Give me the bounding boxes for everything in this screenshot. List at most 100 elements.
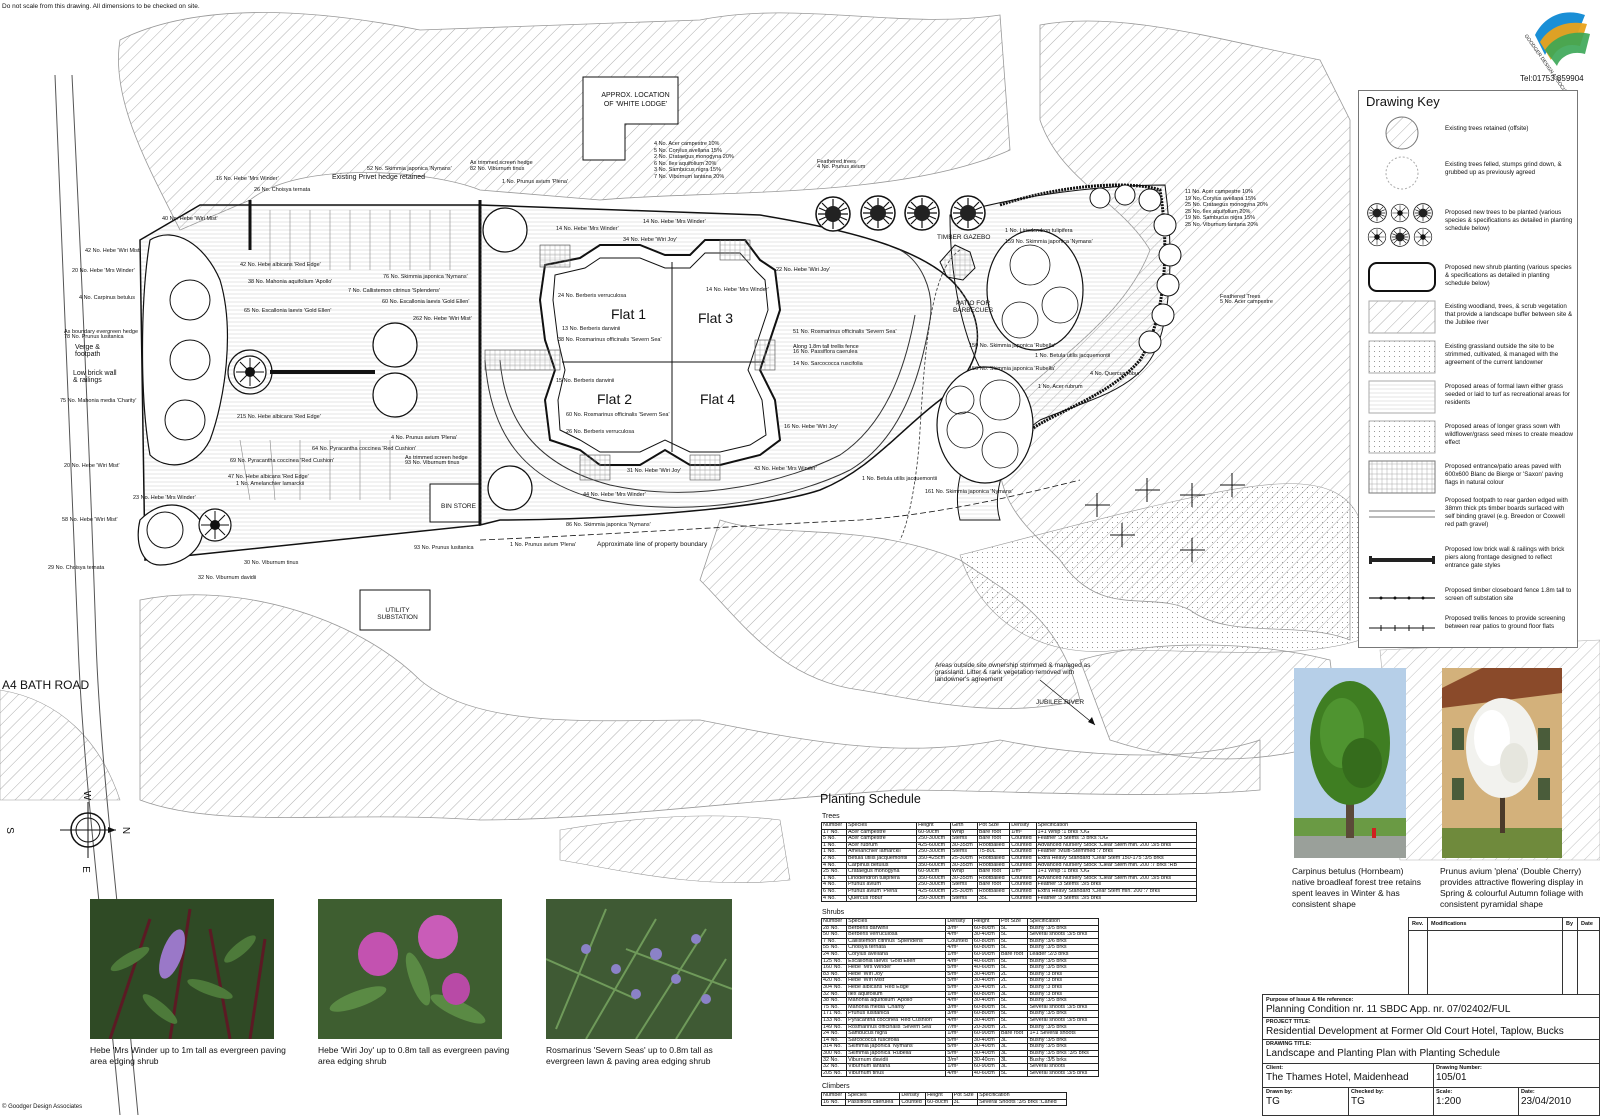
table-cell: 5L	[998, 937, 1029, 946]
table-cell: Skimmia japonica 'Rubella'	[846, 1049, 947, 1058]
hebe-wiri-joy-photo	[318, 899, 502, 1039]
table-cell: 30-40cm	[971, 1043, 1000, 1051]
table-cell: 75 No.	[820, 1003, 848, 1012]
key-item: Existing woodland, trees, & scrub vegeta…	[1359, 297, 1577, 337]
key-item: Proposed timber closeboard fence 1.8m ta…	[1359, 579, 1577, 619]
table-cell: Counted	[899, 1098, 927, 1107]
table-header-cell: Species	[846, 918, 947, 926]
table-cell: 2L	[998, 970, 1029, 979]
table-cell: Bushy :3/5 brks	[1027, 944, 1099, 952]
table-cell: Rootballed	[976, 854, 1011, 863]
plant-label: 20 No. Hebe 'Wiri Mist'	[64, 463, 120, 469]
areas-outside-label: Areas outside site ownership strimmed & …	[935, 662, 1091, 683]
table-cell: 5/m²	[945, 964, 973, 972]
table-cell: 20-30cm	[971, 1023, 1000, 1032]
key-item: Existing grassland outside the site to b…	[1359, 337, 1577, 377]
table-header-cell: Density	[899, 1092, 927, 1100]
table-cell: 160 No.	[820, 964, 848, 972]
table-cell: 38 No.	[820, 997, 848, 1005]
table-cell: Rootballed	[976, 861, 1011, 870]
footpath-icon	[1369, 510, 1435, 518]
table-cell: Hebe 'Mrs Winder'	[846, 964, 947, 972]
table-cell: 1+1 Several shoots	[1027, 1030, 1099, 1038]
table-cell: Counted	[1009, 854, 1037, 863]
existing-tree-icon	[1385, 116, 1419, 150]
cherry-photo	[1442, 668, 1562, 858]
table-cell: 5L	[998, 944, 1029, 952]
table-cell: Counted	[1009, 887, 1037, 896]
table-cell: 4/m²	[945, 997, 973, 1005]
table-cell: 5/m²	[945, 1049, 973, 1058]
key-item: Proposed areas of formal lawn either gra…	[1359, 377, 1577, 417]
table-header-cell: Density	[945, 918, 973, 926]
table-cell: 1+1 Whip :1 brks :OG	[1035, 828, 1197, 837]
table-header-cell: Number	[820, 918, 848, 926]
table-cell: Quercus robur	[845, 894, 918, 903]
plant-label: 93 No. Prunus lusitanica	[414, 545, 474, 551]
table-cell: 30-40cm	[971, 1056, 1000, 1065]
table-cell: 24 No.	[820, 1030, 848, 1038]
table-cell: Extra Heavy Standard :Clear Stem min. 20…	[1035, 887, 1197, 896]
plant-label: 1 No. Prunus avium 'Plena'	[502, 179, 568, 185]
north-arrow-icon	[60, 802, 116, 858]
table-cell: 4/m²	[945, 1016, 973, 1025]
table-cell: 5/m²	[945, 1043, 973, 1051]
table-cell: 2L	[998, 1023, 1029, 1032]
table-cell: 50 No.	[820, 931, 848, 939]
table-cell: 3L	[998, 1063, 1029, 1071]
table-cell: Stems	[949, 881, 978, 889]
table-cell: Prunus avium	[845, 881, 918, 889]
trellis-fence-icon	[1369, 625, 1435, 631]
plant-label: 43 No. Hebe 'Mrs Winder'	[754, 466, 817, 472]
plant-label: As trimmed screen hedge	[470, 160, 533, 166]
plant-label: 47 No. Hebe albicans 'Red Edge'	[228, 474, 309, 480]
table-cell: 350-600cm	[916, 861, 951, 870]
table-header-cell: Specification	[1027, 918, 1099, 926]
table-cell: Liriodendron tulipifera	[845, 874, 918, 883]
table-cell: 5/m²	[945, 1036, 973, 1045]
table-cell: Rootballed	[976, 874, 1011, 883]
table-cell: Advanced Nursery Stock :Clear Stem min. …	[1035, 874, 1197, 883]
table-cell: 1/m²	[945, 1063, 973, 1071]
table-cell: 60-90cm	[971, 950, 1000, 959]
table-cell: Stems	[949, 835, 978, 843]
table-header-cell: Density	[1009, 822, 1037, 830]
table-cell: Acer rubrum	[845, 841, 918, 850]
closeboard-fence-icon	[1369, 596, 1435, 600]
table-cell: Counted	[1009, 861, 1037, 870]
plant-label: 38 No. Rosmarinus officinalis 'Severn Se…	[558, 337, 662, 343]
plant-label: 23 No. Hebe 'Mrs Winder'	[133, 495, 196, 501]
table-cell: 5L	[998, 1069, 1029, 1078]
table-header-cell: Height	[971, 918, 1000, 926]
table-cell: 205 No.	[820, 1069, 848, 1078]
plant-label: 60 No. Rosmarinus officinalis 'Severn Se…	[566, 412, 670, 418]
table-cell: 4/m²	[945, 957, 973, 966]
table-cell: Corylus avellana	[846, 950, 947, 959]
table-cell: Carpinus betulus	[845, 861, 918, 870]
table-header-cell: Number	[820, 1092, 847, 1100]
key-item: Proposed new shrub planting (various spe…	[1359, 257, 1577, 297]
table-cell: 4/m²	[945, 944, 973, 952]
plant-label: 60 No. Escallonia laevis 'Gold Ellen'	[382, 299, 470, 305]
table-cell: 350-425cm	[916, 854, 951, 863]
table-cell: 4 No.	[821, 894, 847, 903]
plant-label: 44 No. Hebe 'Mrs Winder'	[583, 492, 646, 498]
table-cell: Bushy :3/5 brks	[1027, 924, 1099, 933]
table-cell: 30-40cm	[971, 977, 1000, 985]
table-cell: Skimmia japonica 'Nymans'	[846, 1043, 947, 1051]
plant-label: 4 No. Quercus robur	[1090, 371, 1140, 377]
table-cell: 1/m²	[1009, 828, 1037, 837]
table-cell: Feather :Multi-Stemmed :7 brks	[1035, 848, 1197, 856]
road-label: A4 BATH ROAD	[2, 678, 90, 692]
